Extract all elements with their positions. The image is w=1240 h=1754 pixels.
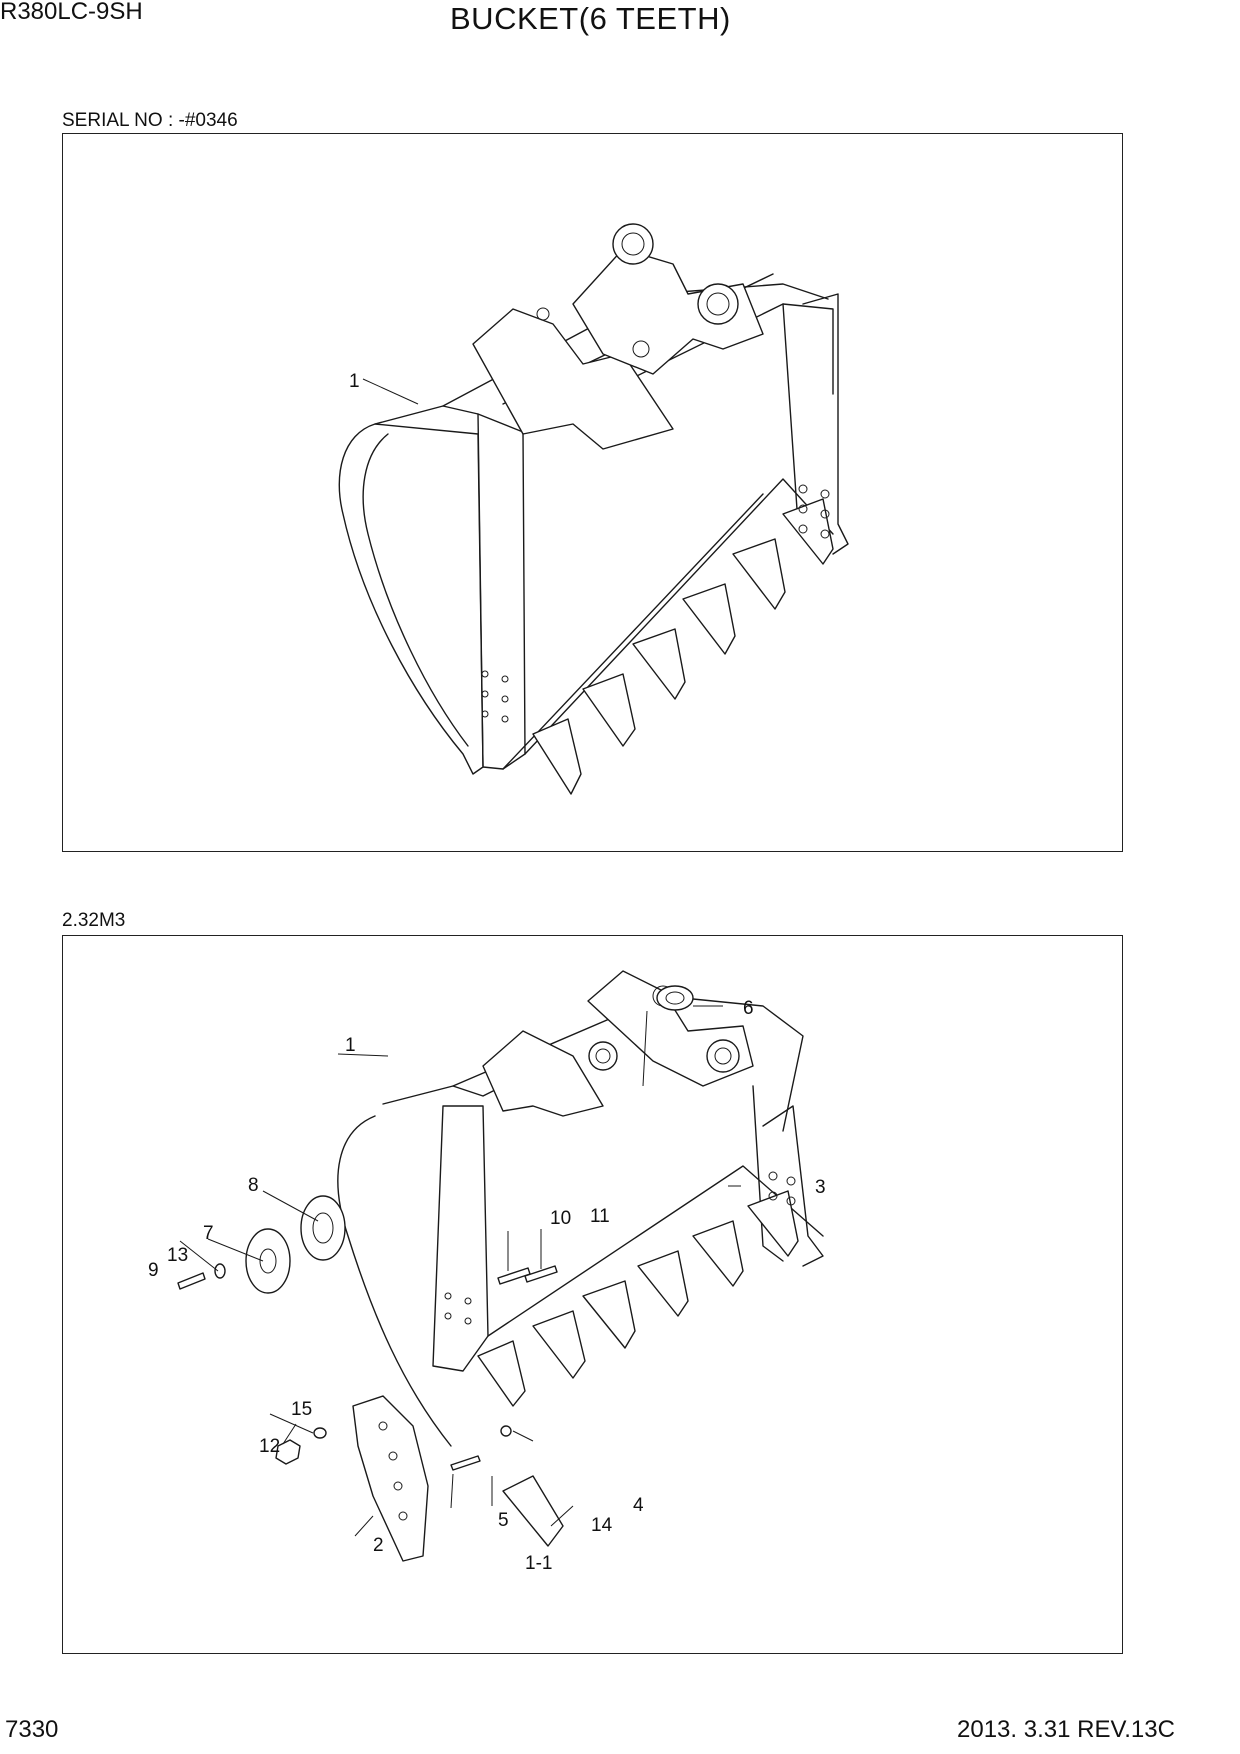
bucket-assembly-drawing: 1 [338, 223, 849, 795]
bucket-tooth-4 [682, 583, 736, 655]
exploded-pin-boss-left [588, 1041, 618, 1071]
bucket-shell-curve [362, 433, 469, 747]
bucket-pin-boss-upper [612, 223, 654, 265]
callout-8: 8 [248, 1175, 259, 1196]
callout-2: 2 [373, 1535, 384, 1556]
bucket-tooth-2 [582, 673, 636, 747]
exploded-tooth-6 [747, 1190, 799, 1257]
callout-4: 4 [633, 1495, 644, 1516]
exploded-tooth-1 [477, 1340, 526, 1407]
bucket-lug-plate-right [572, 248, 764, 375]
callout-13: 13 [167, 1245, 188, 1266]
side-strap-bolt-holes [481, 484, 830, 723]
part-6-bushing [656, 985, 694, 1011]
callout-1: 1 [345, 1035, 356, 1056]
exploded-tooth-4 [637, 1250, 689, 1317]
part-7-plate [245, 1228, 291, 1294]
model-code: R380LC-9SH [0, 0, 143, 25]
part-4-tooth-point [502, 1475, 564, 1547]
exploded-side-strap-left [432, 1105, 489, 1372]
part-13-washer [214, 1263, 226, 1279]
exploded-cutting-lip [487, 1165, 824, 1337]
callout-14: 14 [591, 1515, 613, 1536]
exploded-pin-boss-right [706, 1039, 740, 1073]
bucket-tooth-6 [782, 498, 834, 565]
revision-date: 2013. 3.31 REV.13C [957, 1716, 1175, 1743]
bucket-assembly-panel: 1 [62, 133, 1123, 852]
exploded-tooth-2 [532, 1310, 586, 1379]
serial-number-label: SERIAL NO : -#0346 [62, 110, 238, 131]
callout-11: 11 [590, 1206, 610, 1227]
callout-12: 12 [259, 1436, 280, 1457]
bucket-pin-boss-lower [697, 283, 739, 325]
bucket-tooth-5 [732, 538, 786, 610]
capacity-label: 2.32M3 [62, 910, 126, 931]
part-2-side-cutter [352, 1395, 429, 1562]
page-number: 7330 [5, 1716, 59, 1743]
bucket-lug-plate-left [472, 308, 674, 450]
callout-1: 1 [349, 371, 360, 392]
bucket-tooth-3 [632, 628, 686, 700]
page-title: BUCKET(6 TEETH) [450, 1, 731, 36]
callout-3: 3 [815, 1177, 826, 1198]
callout-9: 9 [148, 1260, 159, 1281]
part-5-pin [450, 1455, 481, 1471]
exploded-lug-plate-left [482, 1030, 604, 1117]
exploded-bucket-shell [337, 1115, 452, 1447]
callout-6: 6 [743, 998, 754, 1019]
bucket-right-side-plate [802, 293, 849, 555]
part-12-nut [275, 1439, 301, 1465]
callout-10: 10 [550, 1208, 571, 1229]
bucket-tooth-1 [532, 718, 582, 795]
callout-5: 5 [498, 1510, 509, 1531]
exploded-right-side-plate [762, 1105, 824, 1267]
bucket-cutting-lip [524, 478, 834, 755]
exploded-tooth-3 [582, 1280, 636, 1349]
part-8-shim [300, 1195, 346, 1261]
part-14-lock [500, 1425, 512, 1437]
bucket-side-strap-left [477, 413, 526, 770]
exploded-strap-bolt-holes [444, 1171, 796, 1325]
part-15-washer [313, 1427, 327, 1439]
exploded-bucket-top [452, 995, 804, 1132]
callout-7: 7 [203, 1223, 214, 1244]
bucket-left-side-plate [338, 423, 484, 775]
bucket-exploded-panel: 1 2 3 4 5 6 7 8 9 10 11 12 13 14 15 1-1 [62, 935, 1123, 1654]
bucket-exploded-drawing: 1 2 3 4 5 6 7 8 9 10 11 12 13 14 15 1-1 [148, 970, 826, 1574]
part-9-bolt [177, 1272, 206, 1290]
exploded-tooth-5 [692, 1220, 744, 1287]
callout-15: 15 [291, 1399, 312, 1420]
callout-1-leader [362, 378, 419, 405]
callout-1-1: 1-1 [525, 1553, 552, 1574]
part-11-bolt [524, 1265, 558, 1283]
